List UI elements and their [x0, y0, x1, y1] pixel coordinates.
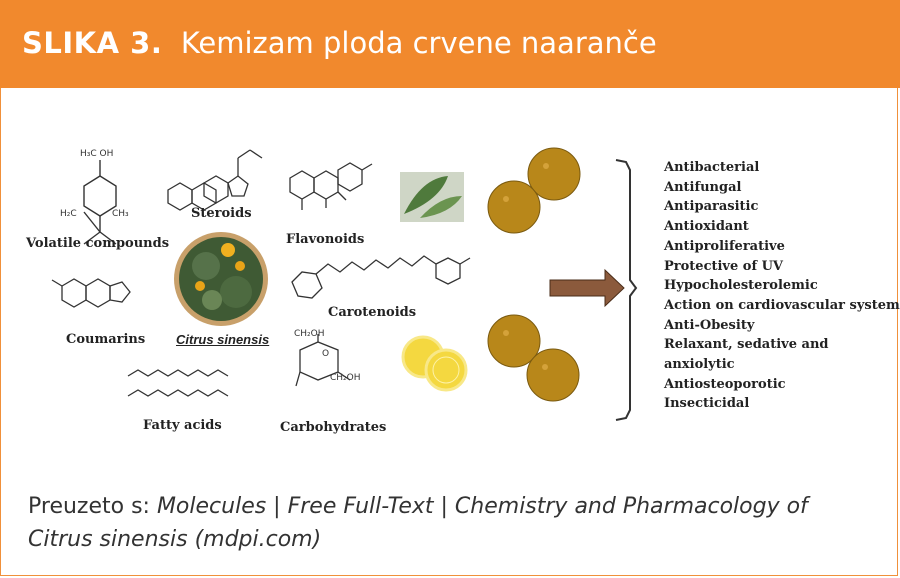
flavonoids-label: Flavonoids [286, 232, 365, 247]
activity-item: Action on cardiovascular system [664, 297, 900, 313]
whole-oranges-image [487, 147, 581, 402]
caption-prefix: Preuzeto s: [28, 494, 157, 519]
coumarins-label: Coumarins [66, 332, 146, 347]
carotenoids-label: Carotenoids [328, 305, 417, 320]
activity-item: anxiolytic [664, 357, 735, 373]
steroid-structure [167, 149, 263, 211]
activities-list: Antibacterial Antifungal Antiparasitic A… [664, 158, 900, 414]
flavonoid-structure [289, 162, 373, 210]
volatile-right-text: CH₃ [112, 209, 129, 219]
activity-item: Antioxidant [664, 219, 749, 235]
activity-item: Antiosteoporotic [664, 376, 786, 392]
figure-caption: Preuzeto s: Molecules | Free Full-Text |… [28, 490, 868, 556]
right-arrow [549, 268, 625, 308]
carbohydrate-structure [295, 334, 351, 387]
activity-item: Anti-Obesity [664, 317, 755, 333]
carotenoid-structure [291, 255, 471, 299]
leaf-image [400, 172, 464, 222]
carb-right-text: CH₂OH [330, 373, 361, 383]
figure-title-text: Kemizam ploda crvene naaranče [180, 26, 657, 60]
activity-item: Relaxant, sedative and [664, 337, 829, 353]
caption-source: Molecules | Free Full-Text | Chemistry a… [28, 494, 808, 552]
citrus-tree-image [174, 232, 268, 326]
volatile-left-text: H₂C [60, 209, 77, 219]
orange-slices-image [401, 335, 468, 392]
figure-number: SLIKA 3. [22, 26, 163, 60]
activities-bracket [615, 159, 638, 421]
volatile-structure [83, 160, 117, 245]
carb-top-text: CH₂OH [294, 329, 325, 339]
figure-title: SLIKA 3. Kemizam ploda crvene naaranče [22, 26, 657, 60]
activity-item: Antibacterial [664, 160, 760, 175]
citrus-sinensis-label: Citrus sinensis [176, 332, 270, 347]
fatty-acids-label: Fatty acids [143, 418, 222, 433]
figure-header: SLIKA 3. Kemizam ploda crvene naaranče [0, 0, 900, 88]
carbohydrates-label: Carbohydrates [280, 420, 387, 435]
activity-item: Insecticidal [664, 396, 750, 412]
fatty-acid-structure [127, 369, 229, 397]
coumarin-structure [51, 278, 131, 308]
activity-item: Antifungal [664, 179, 742, 195]
steroids-label: Steroids [191, 206, 252, 221]
volatile-top-text: H₃C OH [80, 149, 113, 159]
activity-item: Hypocholesterolemic [664, 278, 818, 294]
activity-item: Antiparasitic [664, 199, 759, 215]
activity-item: Antiproliferative [664, 238, 785, 254]
carb-o-text: O [322, 349, 329, 359]
volatile-compounds-label: Volatile compounds [26, 236, 170, 251]
activity-item: Protective of UV [664, 258, 783, 274]
